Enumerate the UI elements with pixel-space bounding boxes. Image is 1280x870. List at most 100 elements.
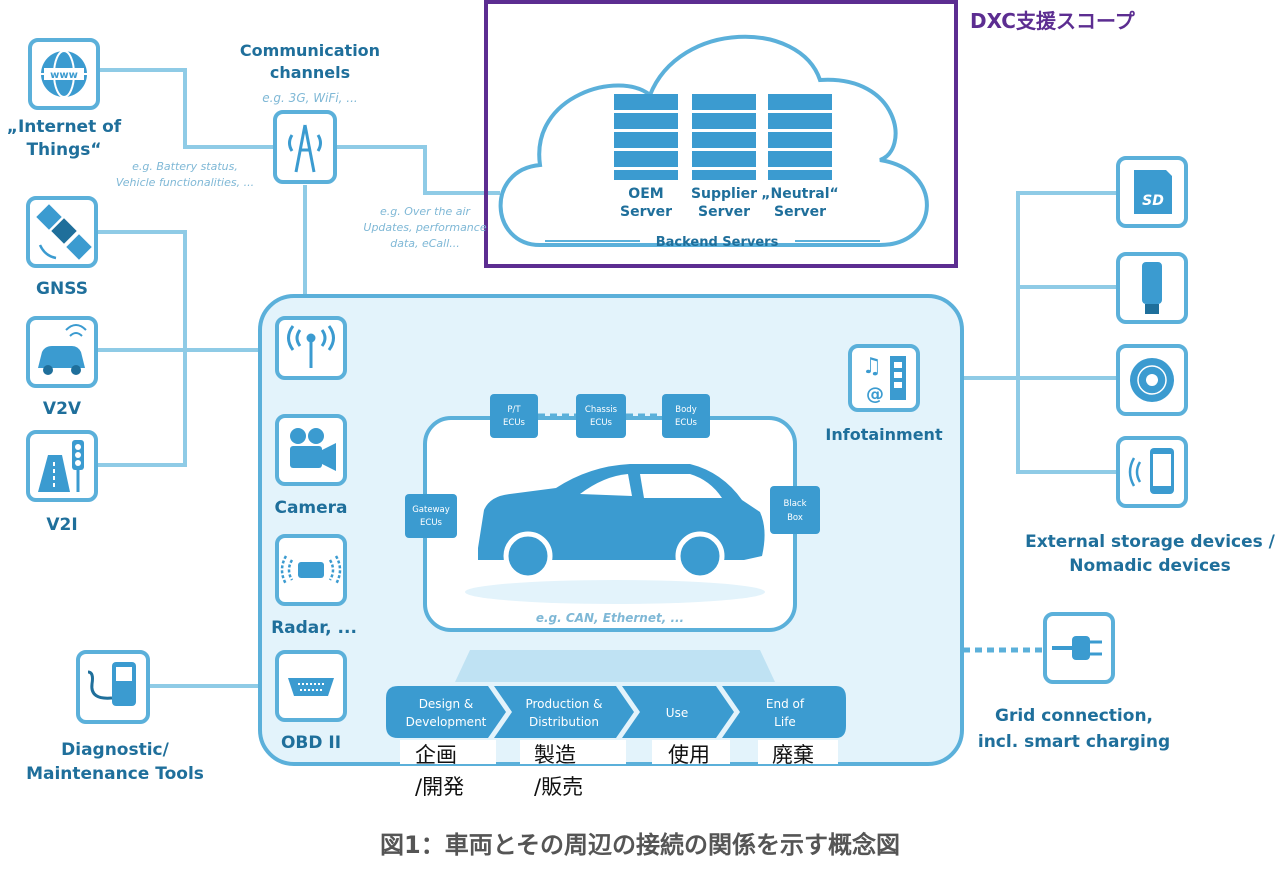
gnss-node: GNSS [26,196,98,299]
stage-use-shape [622,686,734,738]
smartphone-node [1116,436,1188,508]
camera-node: Camera [274,414,348,518]
cell-tower-icon [288,124,322,173]
comm-note2-line1: e.g. Over the air [380,205,472,218]
neutral-server-icon [768,94,832,180]
v2v-label: V2V [43,399,82,419]
comm-note1-line2: Vehicle functionalities, ... [116,176,254,189]
at-sign-icon: @ [866,384,884,405]
v2i-label: V2I [46,515,77,535]
smartphone-icon [1128,448,1174,494]
stage-production-jp-1: 製造 [534,743,576,767]
tower-icon-box [273,110,337,184]
lifecycle-beam [455,650,775,682]
music-note-icon: ♫ [862,354,882,379]
body-ecu-chip: Body ECUs [662,394,710,438]
comm-note2-line3: data, eCall... [390,237,460,250]
comm-title-2: channels [270,63,350,82]
disc-node [1116,344,1188,416]
diag-label-2: Maintenance Tools [26,764,204,784]
comm-note2-line2: Updates, performance [363,221,486,234]
blackbox-label-1: Black [784,499,807,509]
storage-label-2: Nomadic devices [1069,556,1230,576]
neutral-server-label-2: Server [774,204,826,220]
pt-ecu-label-2: ECUs [503,418,526,428]
antenna-icon [287,325,335,368]
infotainment-node: ♫ @ Infotainment [825,344,943,444]
gateway-ecu-label-2: ECUs [420,518,443,528]
v2v-node: V2V [26,316,98,419]
sd-label: SD [1142,193,1164,209]
iot-label-1: „Internet of [7,117,122,137]
car-icon [38,324,87,375]
stage-eol-jp: 廃棄 [772,743,814,767]
comm-note1-line1: e.g. Battery status, [132,160,238,173]
dxc-scope-label: DXC支援スコープ [970,9,1136,33]
stage-production-en-2: Distribution [529,715,599,729]
communication-channels: Communication channels e.g. 3G, WiFi, ..… [116,41,487,250]
radar-node: Radar, ... [271,534,357,638]
stage-production-shape [494,686,634,738]
dxc-scope-frame [484,0,958,268]
camera-label: Camera [274,498,347,518]
stage-design-shape [386,686,506,738]
infotainment-label: Infotainment [825,425,943,444]
v2i-node: V2I [26,430,98,535]
stage-eol-shape [722,686,846,738]
chassis-ecu-label-1: Chassis [585,405,618,415]
media-icon: ♫ @ [862,354,906,405]
antenna-node [275,316,347,380]
storage-label-1: External storage devices / [1025,532,1276,552]
stage-design-en-1: Design & [419,697,474,711]
oem-server-label-1: OEM [628,186,663,202]
supplier-server-label-1: Supplier [691,186,757,202]
radar-label: Radar, ... [271,618,357,638]
diagnostic-tool-icon [87,662,136,706]
usb-stick-node [1116,252,1188,324]
sd-card-icon [1134,170,1172,214]
neutral-server-label-1: „Neutral“ [761,186,838,202]
oem-server-label-2: Server [620,204,672,220]
obd-label: OBD II [281,733,341,753]
comm-title-1: Communication [240,41,380,60]
stage-design-jp-2: /開発 [415,775,464,799]
grid-label-2: incl. smart charging [978,732,1170,752]
stage-design-en-2: Development [406,715,487,729]
blackbox-chip: Black Box [770,486,820,534]
stage-use-en: Use [666,706,688,720]
oem-server-icon [614,94,678,180]
obd-node: OBD II [275,650,347,753]
chassis-ecu-label-2: ECUs [590,418,613,428]
blackbox-label-2: Box [787,513,803,523]
disc-icon [1130,358,1174,402]
stage-production-en-1: Production & [525,697,602,711]
www-label: www [50,70,78,81]
stage-production-jp-2: /販売 [534,775,583,799]
iot-label-2: Things“ [26,140,101,160]
pt-ecu-label-1: P/T [507,405,521,415]
bus-note: e.g. CAN, Ethernet, ... [536,611,684,625]
video-camera-icon [290,428,336,471]
lifecycle-ribbon: Design & Development Production & Distri… [386,686,846,738]
stage-design-jp-1: 企画 [415,743,457,767]
figure-caption: 図1：車両とその周辺の接続の関係を示す概念図 [380,831,900,859]
radar-icon [280,555,342,585]
gnss-label: GNSS [36,279,88,299]
backend-cloud: OEM Server Supplier Server „Neutral“ Ser… [498,34,929,250]
body-ecu-label-2: ECUs [675,418,698,428]
stage-eol-en-2: Life [774,715,796,729]
grid-label-1: Grid connection, [995,706,1153,726]
usb-stick-icon [1142,262,1162,314]
chassis-ecu-chip: Chassis ECUs [576,394,626,438]
gateway-ecu-label-1: Gateway [412,505,450,515]
traffic-light-icon [38,440,84,492]
sd-card-node: SD [1116,156,1188,228]
stage-use-jp: 使用 [668,743,710,767]
gateway-ecu-chip: Gateway ECUs [405,494,457,538]
body-ecu-label-1: Body [675,405,696,415]
plug-icon [1052,636,1102,660]
grid-node: Grid connection, incl. smart charging [978,612,1170,752]
car-silhouette: e.g. CAN, Ethernet, ... [465,464,765,625]
comm-example: e.g. 3G, WiFi, ... [262,91,358,105]
